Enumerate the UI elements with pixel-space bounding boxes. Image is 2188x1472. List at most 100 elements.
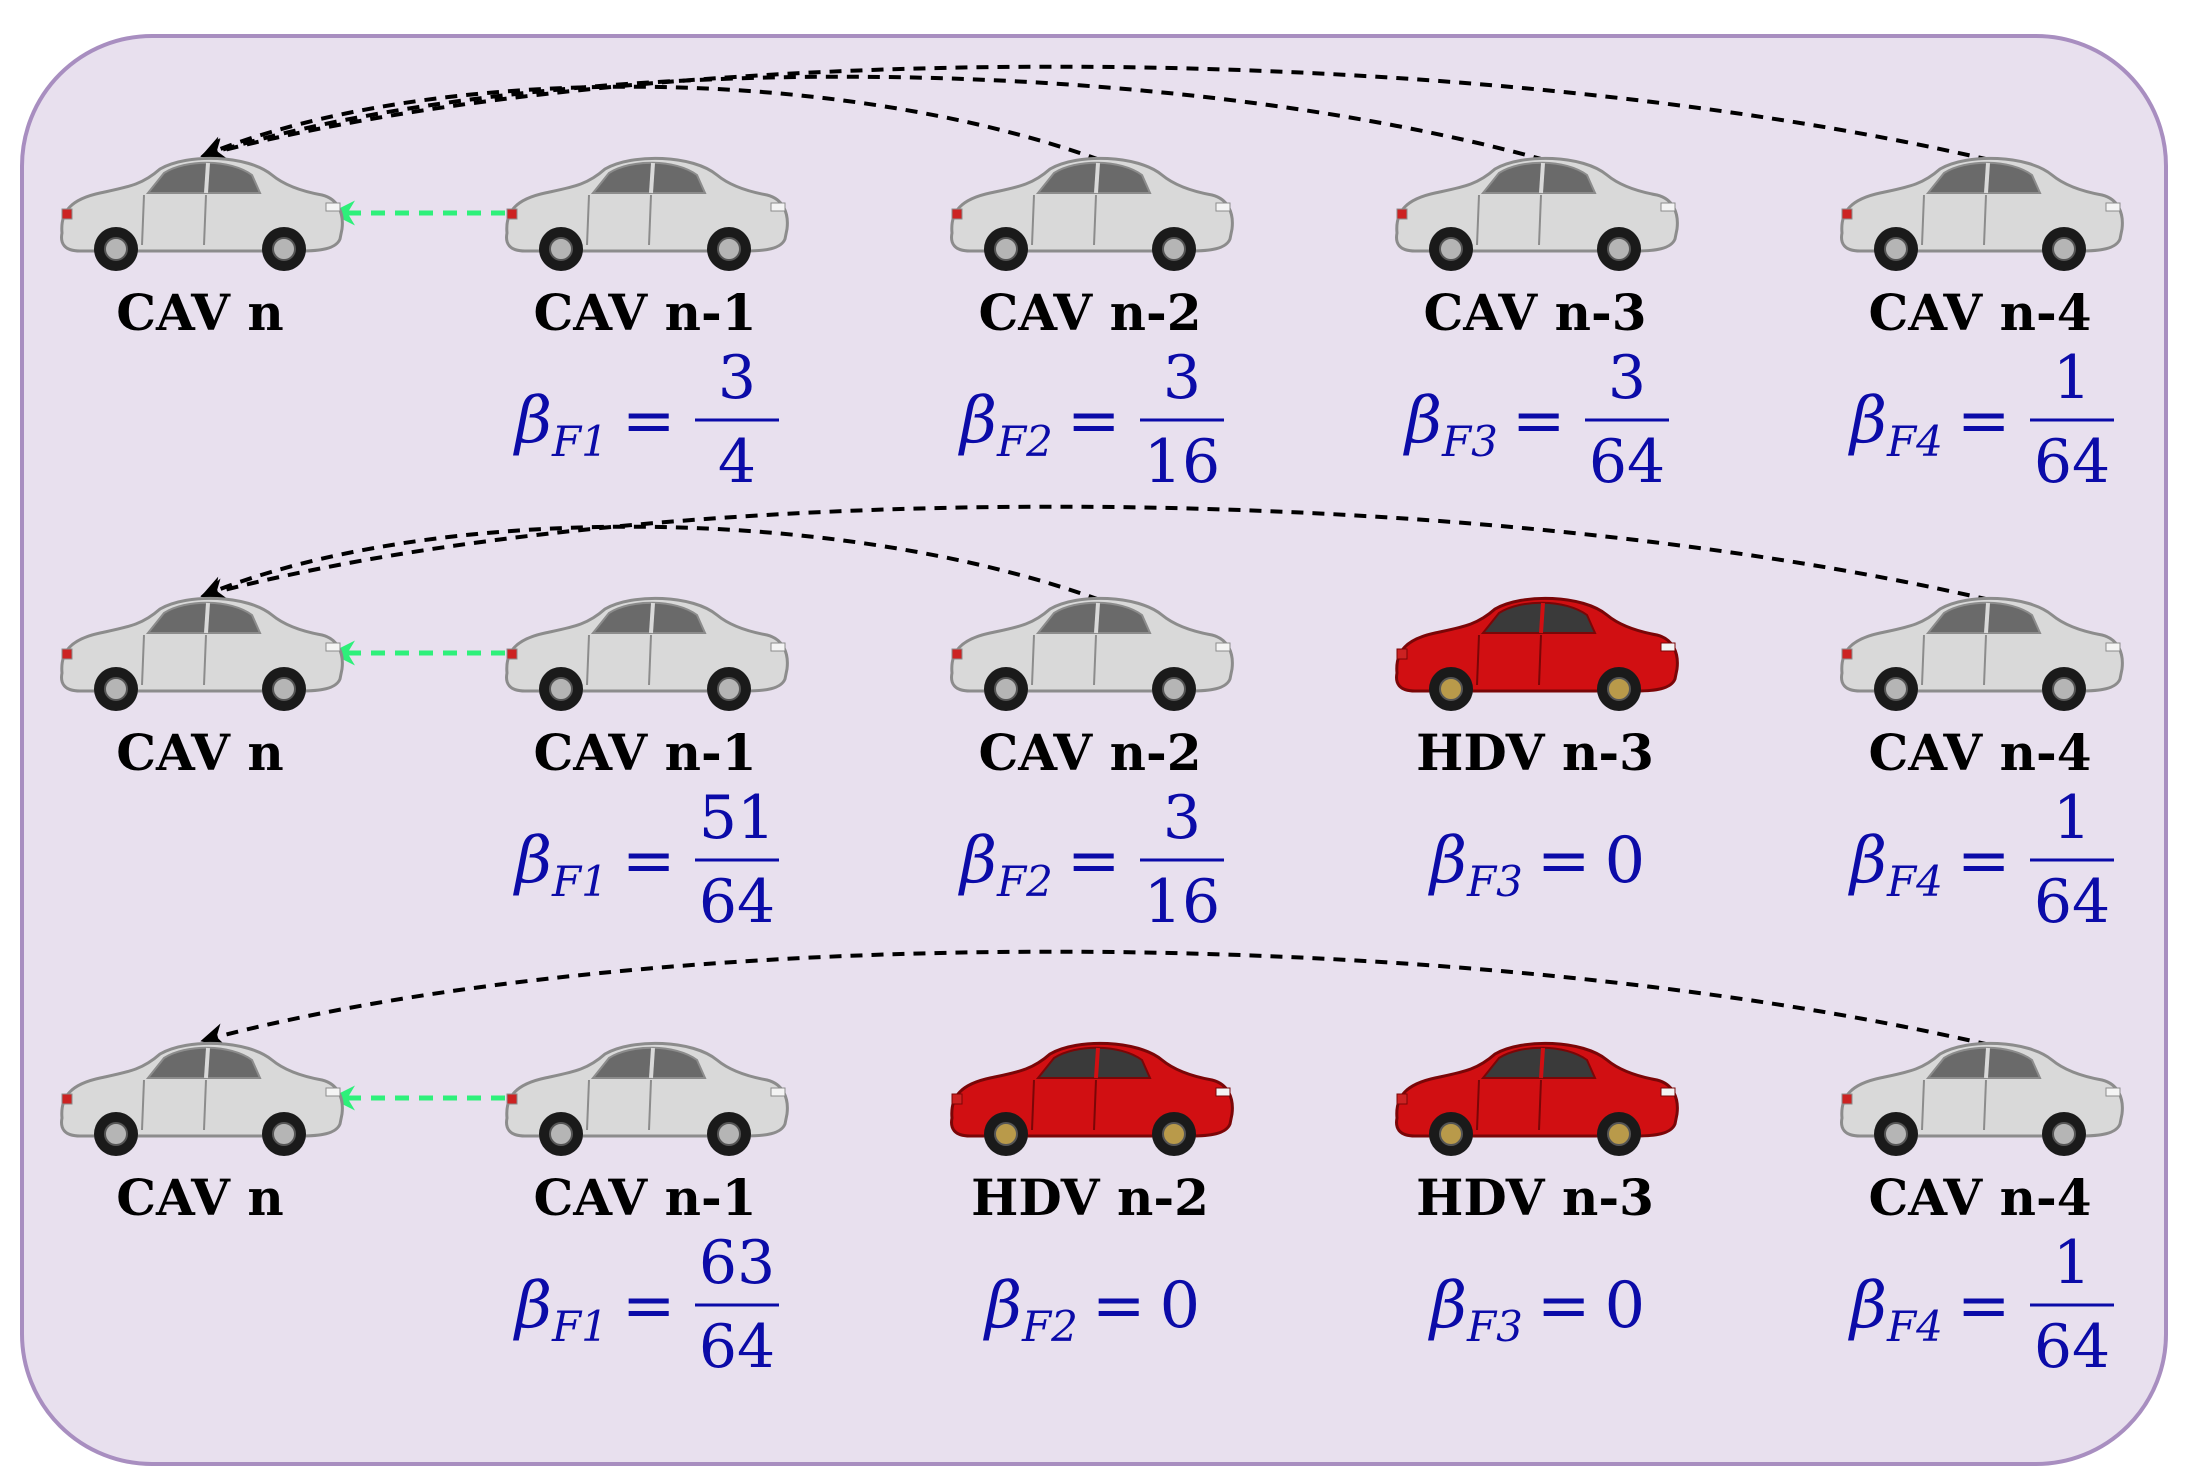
cav-car-icon-row1-1 [505, 156, 789, 271]
weight-formula-row2-f1: βF1= 51 64 [513, 783, 779, 937]
vehicle-label-row3-1: CAV n-1 [533, 1168, 756, 1227]
cav-car-icon-row1-2 [950, 156, 1234, 271]
beta-subscript: F4 [1886, 857, 1943, 906]
svg-text:βF1=: βF1 = [513, 384, 676, 466]
equals-sign: = [622, 1269, 676, 1343]
cav-car-icon-row2-0 [60, 596, 344, 711]
weight-formula-row2-f3: βF3 =0 [1428, 824, 1645, 906]
vehicle-label-row2-2: CAV n-2 [978, 723, 1201, 782]
vehicle-label-row2-4: CAV n-4 [1868, 723, 2091, 782]
vehicle-label-row1-2: CAV n-2 [978, 283, 1201, 342]
fraction-numerator: 1 [2053, 343, 2091, 413]
equals-sign: = [622, 384, 676, 458]
fraction-numerator: 3 [1163, 783, 1201, 853]
cav-car-icon-row3-0 [60, 1041, 344, 1156]
svg-text:βF4=: βF4 = [1848, 824, 2011, 906]
beta-symbol: β [1848, 384, 1887, 458]
vehicle-label-row1-1: CAV n-1 [533, 283, 756, 342]
vehicle-label-row2-1: CAV n-1 [533, 723, 756, 782]
vehicle-label-row2-0: CAV n [116, 723, 284, 782]
weight-formula-row2-f2: βF2=316 [958, 783, 1224, 937]
vehicle-label-row3-2: HDV n-2 [971, 1168, 1209, 1227]
communication-link-row1-from-2 [200, 84, 1101, 162]
fraction-denominator: 64 [1589, 427, 1665, 497]
beta-symbol: β [1403, 384, 1442, 458]
svg-text:βF2=0: βF2=0 [983, 1269, 1200, 1351]
communication-link-row3-from-4 [200, 949, 1991, 1047]
equals-sign: = [1537, 1269, 1591, 1343]
hdv-car-icon-row3-3 [1395, 1041, 1679, 1156]
cav-car-icon-row3-1 [505, 1041, 789, 1156]
svg-text:βF3=0: βF3=0 [1428, 1269, 1645, 1351]
equals-sign: = [1957, 384, 2011, 458]
fraction-numerator: 51 [699, 783, 775, 853]
beta-symbol: β [1428, 1269, 1467, 1343]
weight-formula-row1-f4: βF4=164 [1848, 343, 2114, 497]
weight-formula-row3-f3: βF3=0 [1428, 1269, 1645, 1351]
beta-subscript: F3 [1466, 857, 1523, 906]
weight-formula-row1-f3: βF3 = 3 64 [1403, 343, 1669, 497]
hdv-car-icon-row3-2 [950, 1041, 1234, 1156]
cav-car-icon-row1-0 [60, 156, 344, 271]
beta-symbol: β [513, 824, 552, 898]
cav-car-icon-row1-4 [1840, 156, 2124, 271]
weight-value: 0 [1605, 824, 1646, 898]
beta-subscript: F2 [996, 857, 1053, 906]
beta-symbol: β [1848, 1269, 1887, 1343]
fraction-numerator: 3 [1163, 343, 1201, 413]
weight-formula-row2-f4: βF4=164 [1848, 783, 2114, 937]
hdv-car-icon-row2-3 [1395, 596, 1679, 711]
cav-car-icon-row2-4 [1840, 596, 2124, 711]
equals-sign: = [1067, 384, 1121, 458]
equals-sign: = [1537, 824, 1591, 898]
cav-car-icon-row1-3 [1395, 156, 1679, 271]
beta-symbol: β [513, 384, 552, 458]
vehicle-label-row1-4: CAV n-4 [1868, 283, 2091, 342]
beta-symbol: β [958, 824, 997, 898]
vehicle-label-row2-3: HDV n-3 [1416, 723, 1654, 782]
svg-text:βF1=: βF1 = [513, 1269, 676, 1351]
fraction-numerator: 3 [718, 343, 756, 413]
weight-value: 0 [1605, 1269, 1646, 1343]
weight-formula-row3-f4: βF4=164 [1848, 1228, 2114, 1382]
beta-symbol: β [513, 1269, 552, 1343]
fraction-denominator: 64 [2034, 867, 2110, 937]
beta-symbol: β [1848, 824, 1887, 898]
cav-car-icon-row2-1 [505, 596, 789, 711]
fraction-numerator: 63 [699, 1228, 775, 1298]
beta-subscript: F4 [1886, 1302, 1943, 1351]
weight-formula-row3-f1: βF1 = 63 64 [513, 1228, 779, 1382]
equals-sign: = [622, 824, 676, 898]
vehicles-layer [60, 156, 2124, 1156]
beta-subscript: F2 [996, 417, 1053, 466]
svg-text:βF3=: βF3 = [1403, 384, 1566, 466]
cav-car-icon-row3-4 [1840, 1041, 2124, 1156]
weight-value: 0 [1160, 1269, 1201, 1343]
equals-sign: = [1957, 824, 2011, 898]
svg-text:βF2=: βF2= [958, 824, 1121, 906]
communication-link-row1-from-3 [200, 74, 1546, 162]
fraction-denominator: 64 [699, 1312, 775, 1382]
vehicle-label-row3-3: HDV n-3 [1416, 1168, 1654, 1227]
beta-symbol: β [1428, 824, 1467, 898]
communication-link-row2-from-2 [200, 524, 1101, 602]
beta-symbol: β [958, 384, 997, 458]
beta-subscript: F1 [551, 1302, 608, 1351]
weight-formulas-layer: βF1=34βF2=316βF3=364βF4=164βF1=5164βF2=3… [513, 343, 2114, 1382]
equals-sign: = [1957, 1269, 2011, 1343]
equals-sign: = [1512, 384, 1566, 458]
fraction-denominator: 64 [699, 867, 775, 937]
fraction-numerator: 3 [1608, 343, 1646, 413]
beta-subscript: F1 [551, 417, 608, 466]
svg-text:βF2=: βF2 = [958, 384, 1121, 466]
beta-subscript: F4 [1886, 417, 1943, 466]
equals-sign: = [1092, 1269, 1146, 1343]
fraction-denominator: 64 [2034, 1312, 2110, 1382]
beta-subscript: F3 [1441, 417, 1498, 466]
weight-formula-row1-f1: βF1 = 3 4 [513, 343, 779, 497]
fraction-denominator: 4 [718, 427, 756, 497]
svg-text:βF1=: βF1= [513, 824, 676, 906]
